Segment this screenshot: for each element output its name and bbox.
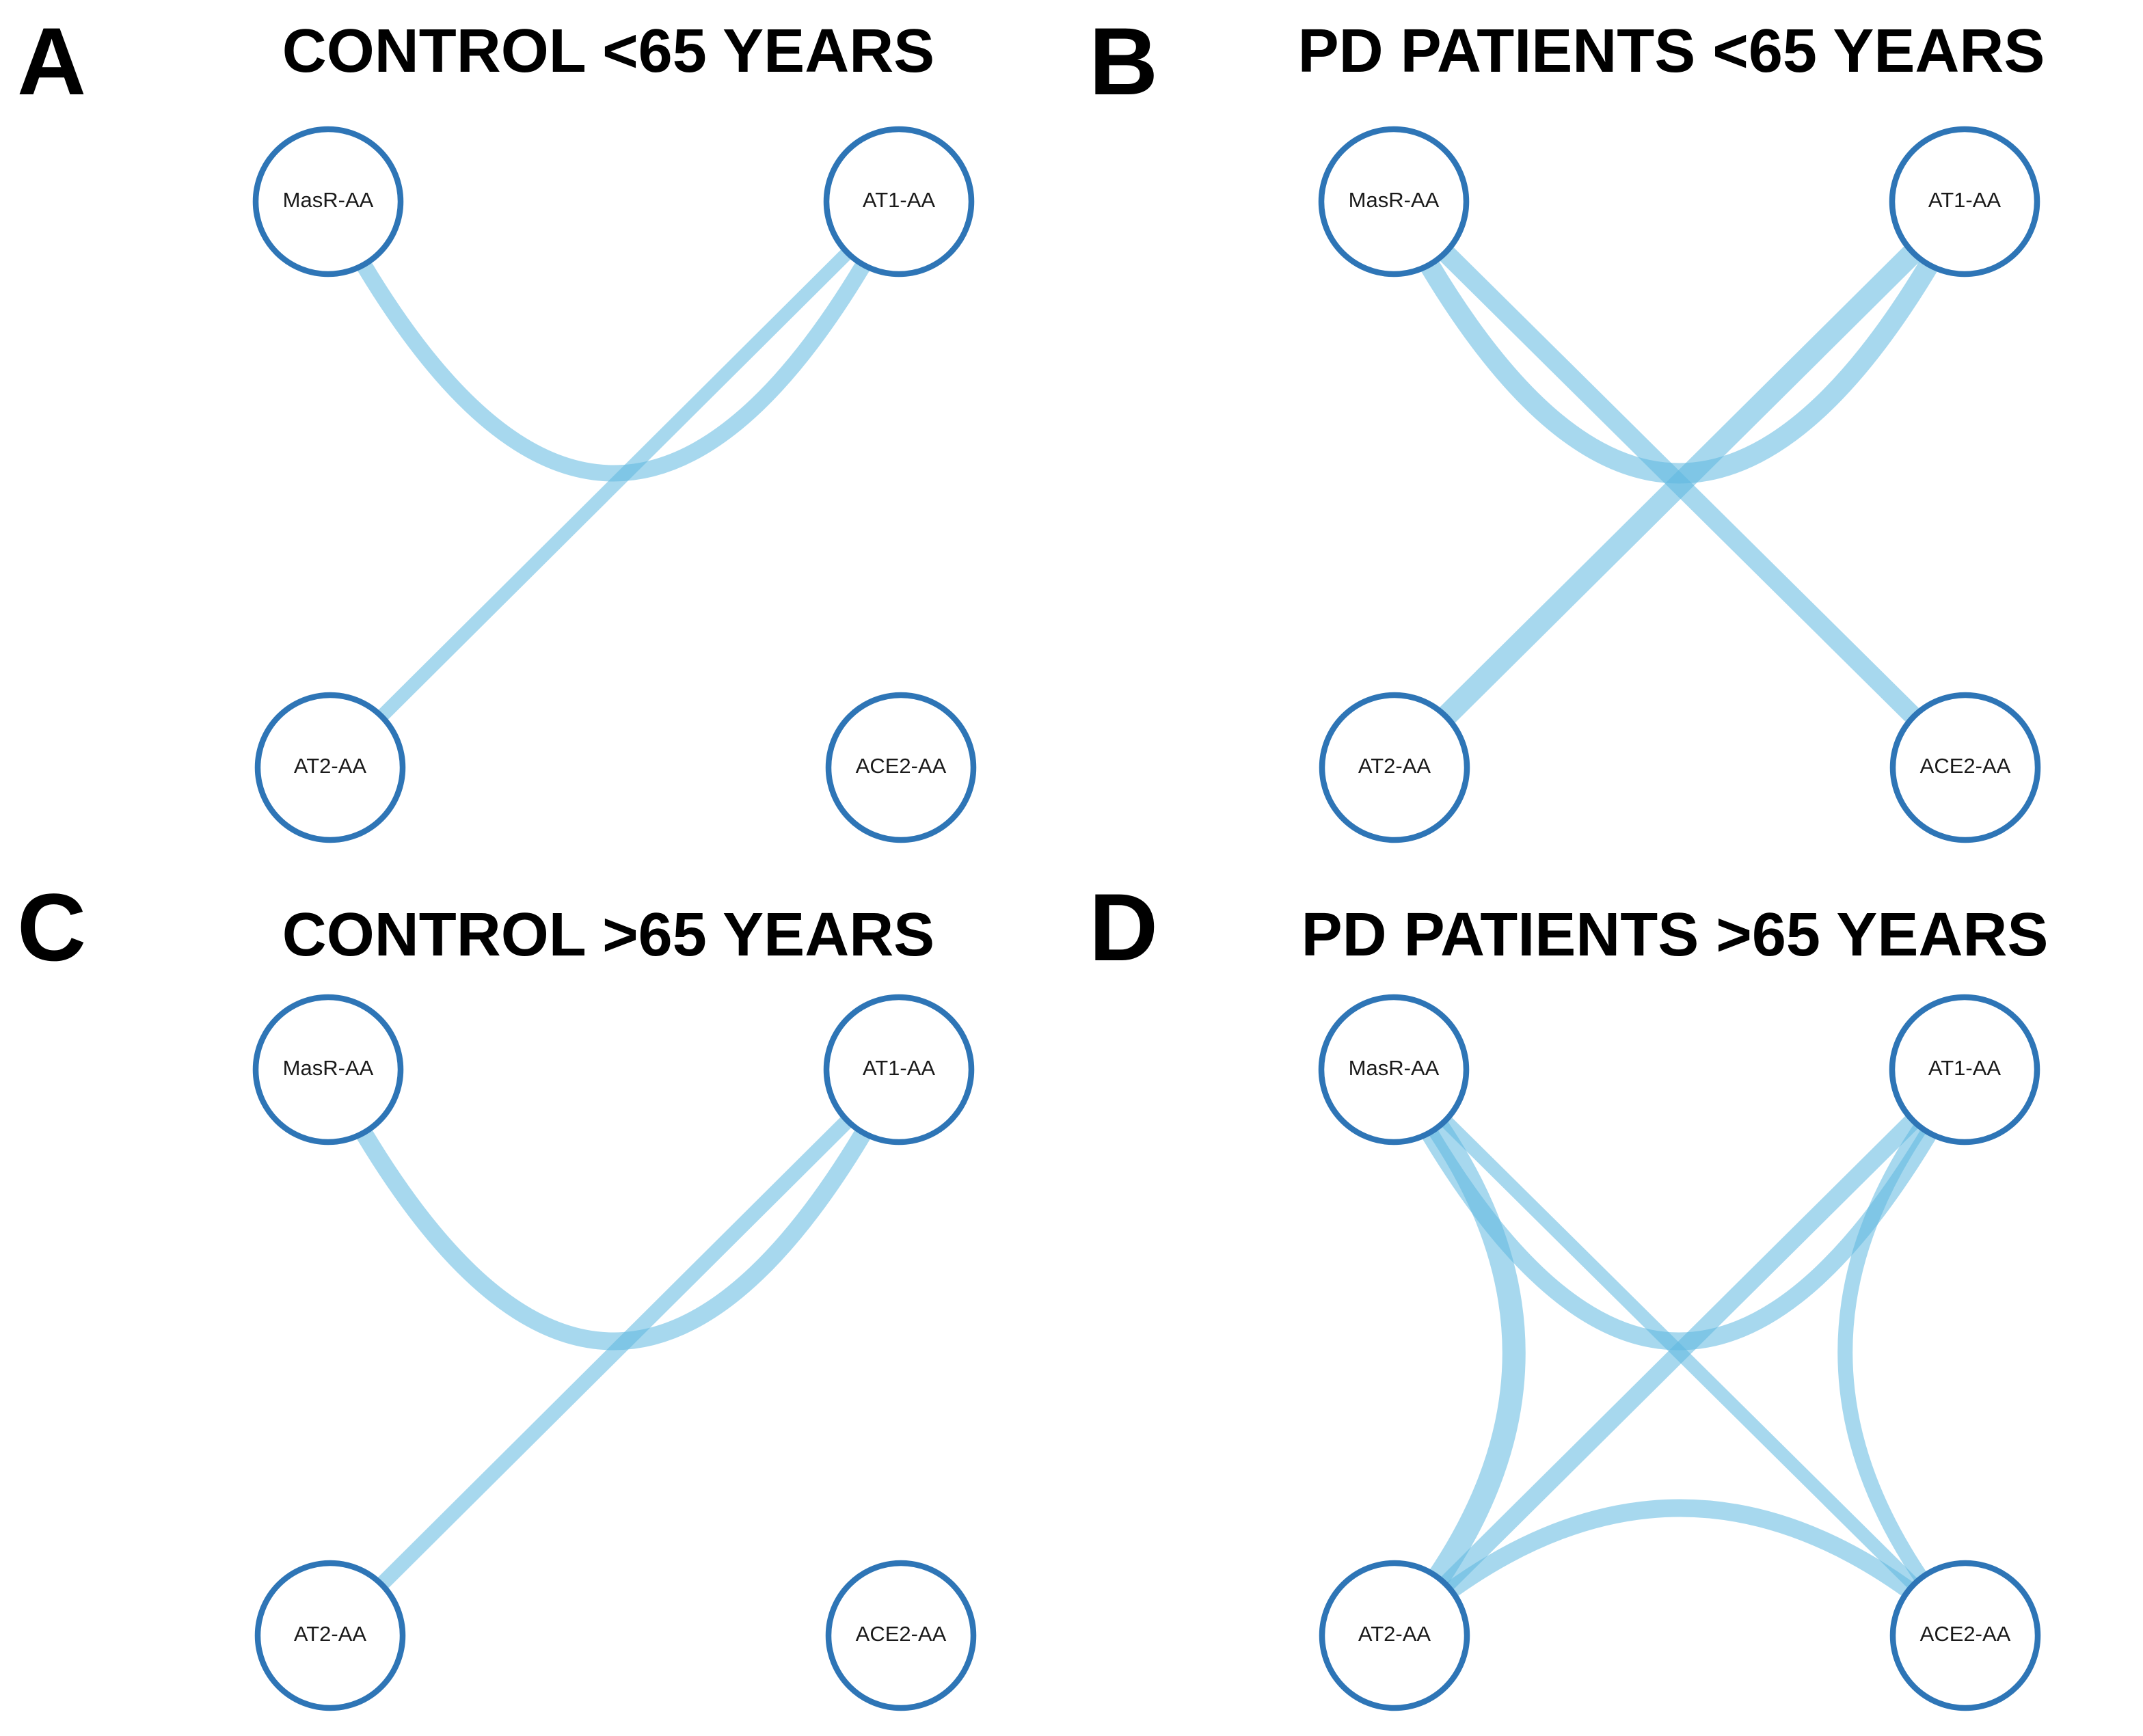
edge-at2-aa-ace2-aa: [1388, 1499, 1971, 1642]
node-label-ace2-aa: ACE2-AA: [856, 1622, 947, 1646]
panel-title-a: CONTROL <65 YEARS: [282, 17, 934, 85]
node-masr-aa: [252, 994, 404, 1145]
node-label-masr-aa: MasR-AA: [1349, 188, 1440, 212]
edge-at2-aa-at1-aa: [325, 1064, 904, 1641]
node-masr-aa: [252, 126, 404, 277]
node-label-masr-aa: MasR-AA: [283, 1056, 374, 1080]
edge-masr-aa-at1-aa: [320, 1065, 907, 1351]
node-label-masr-aa: MasR-AA: [283, 188, 374, 212]
panel-letter-d: D: [1089, 873, 1158, 981]
node-masr-aa: [1318, 126, 1470, 277]
panel-title-d: PD PATIENTS >65 YEARS: [1302, 901, 2049, 969]
edge-at1-aa-at2-aa: [1388, 1063, 1971, 1642]
node-label-masr-aa: MasR-AA: [1349, 1056, 1440, 1080]
node-label-at2-aa: AT2-AA: [294, 1622, 367, 1646]
node-at2-aa: [1319, 1560, 1470, 1711]
edge-at2-aa-at1-aa: [1386, 193, 1973, 776]
panel-title-c: CONTROL >65 YEARS: [282, 901, 934, 969]
node-at1-aa: [823, 994, 975, 1145]
node-label-ace2-aa: ACE2-AA: [1920, 754, 2011, 778]
node-at1-aa: [1889, 994, 2040, 1145]
node-label-at1-aa: AT1-AA: [1928, 188, 2002, 212]
panel-letter-b: B: [1089, 8, 1158, 115]
node-label-at2-aa: AT2-AA: [1358, 754, 1431, 778]
panel-letter-a: A: [17, 8, 86, 115]
node-ace2-aa: [1889, 692, 2041, 843]
node-label-at1-aa: AT1-AA: [1928, 1056, 2002, 1080]
edge-at1-aa-ace2-aa: [1837, 1064, 1971, 1641]
node-ace2-aa: [825, 692, 977, 843]
panel-c: MasR-AA AT1-AA AT2-AA ACE2-AA C CONTROL >65 Y…: [17, 873, 977, 1711]
node-ace2-aa: [1889, 1560, 2041, 1711]
panel-title-b: PD PATIENTS <65 YEARS: [1298, 17, 2045, 85]
node-label-ace2-aa: ACE2-AA: [1920, 1622, 2011, 1646]
edge-masr-aa-at2-aa: [1385, 1062, 1526, 1643]
node-masr-aa: [1318, 994, 1470, 1145]
node-at2-aa: [1319, 692, 1470, 843]
node-label-ace2-aa: ACE2-AA: [856, 754, 947, 778]
node-ace2-aa: [825, 1560, 977, 1711]
panel-a: MasR-AA AT1-AA AT2-AA ACE2-AA A CONTROL <65 Y…: [17, 8, 977, 843]
node-label-at2-aa: AT2-AA: [294, 754, 367, 778]
edge-masr-aa-at1-aa: [321, 198, 906, 482]
node-label-at1-aa: AT1-AA: [863, 1056, 936, 1080]
node-at1-aa: [1889, 126, 2040, 277]
edge-masr-aa-at1-aa: [1384, 197, 1974, 484]
node-label-at2-aa: AT2-AA: [1358, 1622, 1431, 1646]
edge-at2-aa-at1-aa: [325, 196, 904, 773]
node-label-at1-aa: AT1-AA: [863, 188, 936, 212]
panel-b: MasR-AA AT1-AA AT2-AA ACE2-AA B PD PATIENTS <…: [1089, 8, 2045, 843]
node-at1-aa: [823, 126, 975, 277]
panel-d: MasR-AA AT1-AA AT2-AA ACE2-AA D PD PATIENTS >…: [1089, 873, 2049, 1711]
panel-letter-c: C: [17, 873, 86, 981]
node-at2-aa: [254, 1560, 406, 1711]
node-at2-aa: [254, 692, 406, 843]
